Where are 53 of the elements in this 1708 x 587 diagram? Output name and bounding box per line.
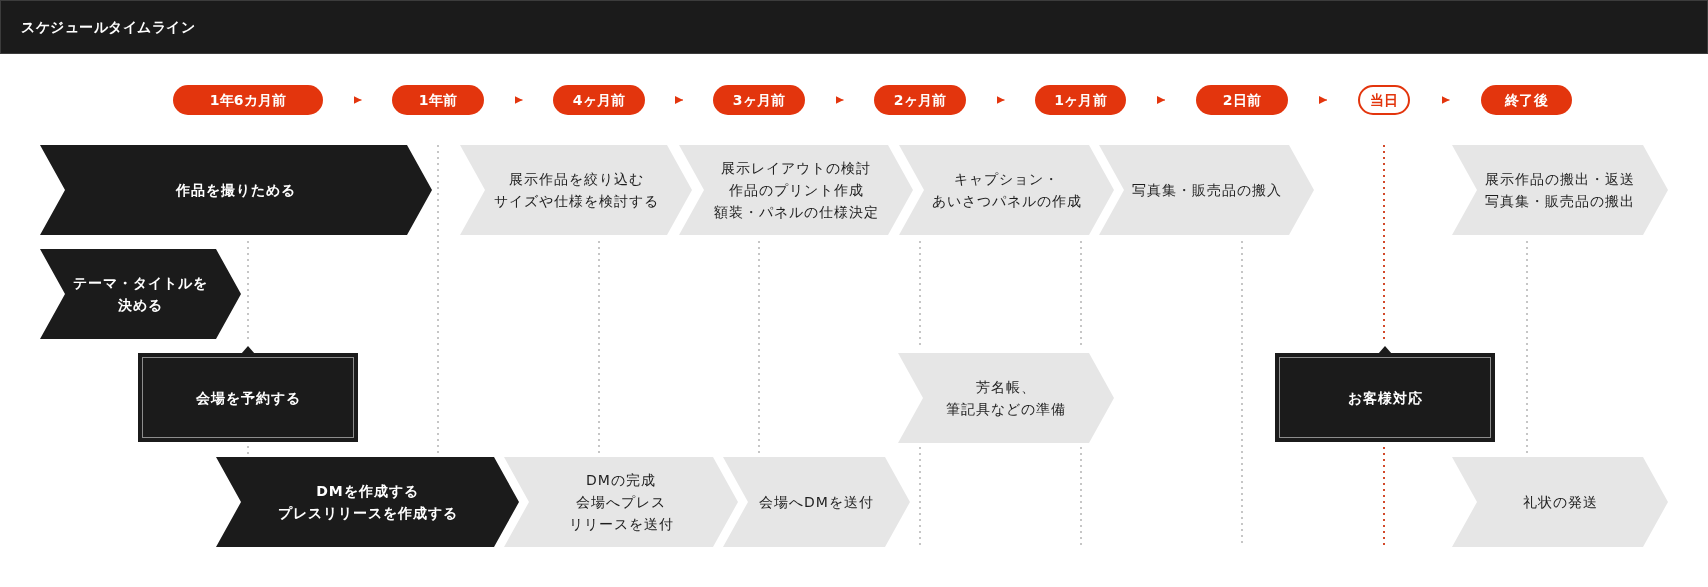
task-label: お客様対応 xyxy=(1347,388,1423,408)
period-pill xyxy=(1358,85,1410,115)
period-label: 2日前 xyxy=(1222,91,1262,110)
process-step xyxy=(40,145,432,235)
process-step xyxy=(679,145,913,235)
task-label: 展示作品の搬出・返送 xyxy=(1485,170,1635,189)
callout-box xyxy=(1275,346,1495,442)
period-label: 1ヶ月前 xyxy=(1054,91,1107,110)
period-label: 3ヶ月前 xyxy=(732,91,786,110)
period-label: 4ヶ月前 xyxy=(572,91,626,110)
task-label: 展示作品を絞り込む xyxy=(508,170,644,189)
period-pill xyxy=(553,85,645,115)
period-pill xyxy=(1035,85,1126,115)
period-label: 1年6カ月前 xyxy=(209,91,287,110)
period-pill xyxy=(173,85,323,115)
period-pill xyxy=(392,85,484,115)
task-label: 作品のプリント作成 xyxy=(728,181,864,200)
task-label: 作品を撮りためる xyxy=(176,181,296,200)
process-step xyxy=(723,457,910,547)
task-label: 展示レイアウトの検討 xyxy=(721,159,871,178)
process-step xyxy=(899,145,1114,235)
process-step xyxy=(1452,457,1668,547)
process-step xyxy=(1099,145,1314,235)
task-label: プレスリリースを作成する xyxy=(277,504,458,523)
task-label: 写真集・販売品の搬出 xyxy=(1485,192,1635,211)
period-label: 1年前 xyxy=(418,91,458,110)
task-label: テーマ・タイトルを決める xyxy=(73,274,208,315)
task-label: キャプション・あいさつパネルの作成 xyxy=(931,170,1082,211)
task-label: 会場を予約する xyxy=(195,388,301,408)
process-step xyxy=(1452,145,1668,235)
task-label: 額装・パネルの仕様決定 xyxy=(713,203,879,222)
task-label: 会場へプレスリリースを送付 xyxy=(568,493,674,534)
period-pill xyxy=(1196,85,1288,115)
task-label: サイズや仕様を検討する xyxy=(493,192,659,211)
task-label: 芳名帳、筆記具などの準備 xyxy=(946,378,1066,419)
task-label: 写真集・販売品の搬入 xyxy=(1131,181,1282,200)
period-pill xyxy=(713,85,805,115)
period-label: 当日 xyxy=(1369,91,1399,110)
process-step xyxy=(460,145,692,235)
diagram-title: スケジュールタイムライン xyxy=(21,18,195,37)
task-label: 礼状の発送 xyxy=(1522,493,1598,512)
period-label: 2ヶ月前 xyxy=(893,91,947,110)
process-step xyxy=(216,457,519,547)
process-step xyxy=(898,353,1114,443)
callout-box xyxy=(138,346,358,442)
task-label: 会場へDMを送付 xyxy=(759,493,874,512)
period-pill xyxy=(1481,85,1572,115)
process-step xyxy=(504,457,738,547)
process-step xyxy=(40,249,241,339)
period-label: 終了後 xyxy=(1505,91,1548,110)
period-pill xyxy=(874,85,966,115)
task-label: DMの完成 xyxy=(586,471,656,490)
task-label: DMを作成する xyxy=(316,482,419,501)
